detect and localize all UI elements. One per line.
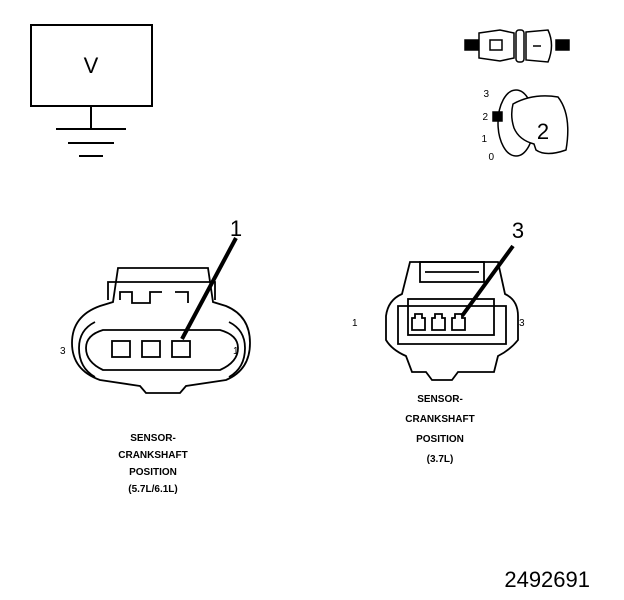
plug-ring	[515, 29, 525, 63]
left-connector-latch-frame	[107, 281, 216, 300]
right-connector-outer-shell	[385, 261, 519, 381]
left-connector-pin-3: 3	[60, 346, 66, 357]
plug-window	[489, 39, 503, 51]
callout-1: 1	[230, 216, 242, 241]
right-connector-terminal-2	[431, 313, 446, 331]
switch-position-3: 3	[483, 89, 489, 100]
left-connector-caption-4: (5.7L/6.1L)	[128, 484, 177, 495]
right-connector-latch	[419, 261, 485, 283]
switch-position-1: 1	[481, 134, 487, 145]
right-connector	[385, 244, 519, 381]
left-connector-cavity-1	[171, 340, 191, 358]
left-connector-caption-3: POSITION	[129, 467, 177, 478]
right-connector-terminal-1	[411, 313, 426, 331]
plug-tab-right	[555, 39, 570, 51]
voltmeter	[30, 24, 153, 157]
key-switch-icon	[492, 89, 569, 157]
figure-id: 2492691	[504, 567, 590, 592]
plug-tab-left	[464, 39, 480, 51]
callout-2: 2	[537, 119, 549, 144]
right-connector-pin-3: 3	[519, 318, 525, 329]
left-connector-pin-1: 1	[233, 346, 239, 357]
left-connector	[71, 237, 251, 394]
left-connector-caption-2: CRANKSHAFT	[118, 450, 187, 461]
connector-plug-icon	[464, 29, 570, 63]
right-connector-caption-1: SENSOR-	[417, 394, 463, 405]
right-connector-pin-1: 1	[352, 318, 358, 329]
switch-position-2: 2	[482, 112, 488, 123]
left-connector-cavity-2	[141, 340, 161, 358]
voltmeter-label: V	[84, 53, 99, 78]
callout-3: 3	[512, 218, 524, 243]
left-connector-leader-line	[180, 237, 238, 340]
right-connector-caption-3: POSITION	[416, 434, 464, 445]
left-connector-seal-outer-r	[228, 321, 246, 378]
left-connector-latch-right	[175, 291, 189, 303]
left-connector-seal-outer-l	[78, 321, 96, 378]
left-connector-latch	[119, 291, 162, 304]
switch-position-0: 0	[488, 152, 494, 163]
right-connector-caption-2: CRANKSHAFT	[405, 414, 474, 425]
right-connector-caption-4: (3.7L)	[427, 454, 454, 465]
left-connector-outer-shell	[71, 267, 251, 394]
left-connector-caption-1: SENSOR-	[130, 433, 176, 444]
switch-marker	[492, 111, 503, 122]
left-connector-inner-seal	[85, 329, 239, 371]
right-connector-terminal-3	[451, 313, 466, 331]
right-connector-face	[407, 298, 495, 336]
right-connector-leader-line	[460, 244, 515, 318]
switch-key	[510, 95, 569, 155]
left-connector-cavity-3	[111, 340, 131, 358]
